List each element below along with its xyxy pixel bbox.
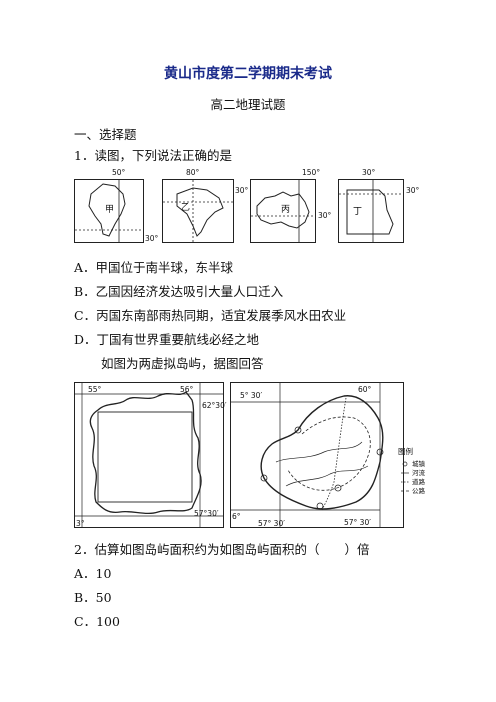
- map-bing-lon: 150°: [302, 168, 321, 177]
- legend-item-river: 河流: [412, 469, 425, 477]
- figure-2-maps: 55° 56° 62°30′ 57°30′ 3° 5° 30′: [74, 382, 425, 528]
- section-heading: 一、选择题: [74, 127, 137, 142]
- figure-2-intro: 如图为两虚拟岛屿，据图回答: [101, 356, 264, 371]
- q2-option-a: A．10: [74, 566, 112, 581]
- legend-item-road: 道路: [412, 478, 425, 486]
- q2-option-c: C．100: [74, 614, 120, 629]
- map-yi: 乙: [162, 179, 234, 243]
- right-map-bottom-mid: 57° 30′: [258, 519, 285, 528]
- island-map-left: [74, 382, 224, 528]
- right-map-top-label: 5° 30′: [240, 391, 263, 400]
- left-map-right-mid: 62°30′: [202, 401, 227, 410]
- map-ding-lat: 30°: [406, 186, 420, 195]
- map-yi-shape: [163, 180, 233, 242]
- map-bing: 丙: [250, 179, 316, 243]
- q2-option-b: B．50: [74, 590, 112, 605]
- question-2-stem: 2．估算如图岛屿面积约为如图岛屿面积的（ ）倍: [74, 542, 370, 557]
- right-map-bottom-right: 57° 30′: [344, 518, 371, 527]
- page-subtitle: 高二地理试题: [210, 97, 286, 112]
- question-1-maps: 甲 50° 30° 乙 80° 30° 丙 150° 30°: [74, 169, 434, 249]
- map-jia: 甲: [74, 179, 144, 243]
- map-bing-lat: 30°: [318, 211, 332, 220]
- map-ding-lon: 30°: [362, 168, 376, 177]
- left-map-bottom-left: 3°: [76, 519, 85, 528]
- left-map-bottom-right: 57°30′: [194, 509, 219, 518]
- map-jia-shape: [75, 180, 143, 242]
- left-map-top-right: 56°: [180, 385, 194, 394]
- left-map-top-left: 55°: [88, 385, 102, 394]
- q1-option-c: C．丙国东南部雨热同期，适宜发展季风水田农业: [74, 308, 347, 323]
- island-map-right: [230, 382, 409, 528]
- legend-item-highway: 公路: [412, 487, 425, 495]
- map-jia-name: 甲: [105, 205, 115, 215]
- map-bing-shape: [251, 180, 315, 242]
- page-title: 黄山市度第二学期期末考试: [164, 66, 332, 82]
- map-ding-shape: [339, 180, 403, 242]
- map-jia-lon: 50°: [112, 168, 126, 177]
- right-map-bottom-left: 6°: [232, 512, 241, 521]
- legend-title: 图例: [398, 447, 413, 456]
- map-bing-name: 丙: [281, 205, 291, 215]
- map-ding: 丁: [338, 179, 404, 243]
- right-map-top-right: 60°: [358, 385, 372, 394]
- q1-option-d: D．丁国有世界重要航线必经之地: [74, 332, 260, 347]
- map-yi-lat: 30°: [235, 186, 249, 195]
- map-ding-name: 丁: [353, 207, 363, 217]
- question-1-stem: 1．读图，下列说法正确的是: [74, 148, 232, 163]
- q1-option-b: B．乙国因经济发达吸引大量人口迁入: [74, 284, 284, 299]
- map-yi-name: 乙: [181, 203, 191, 213]
- map-yi-lon: 80°: [186, 168, 200, 177]
- legend-item-town: 城镇: [412, 460, 425, 468]
- q1-option-a: A．甲国位于南半球，东半球: [74, 260, 234, 275]
- map-jia-lat: 30°: [145, 234, 159, 243]
